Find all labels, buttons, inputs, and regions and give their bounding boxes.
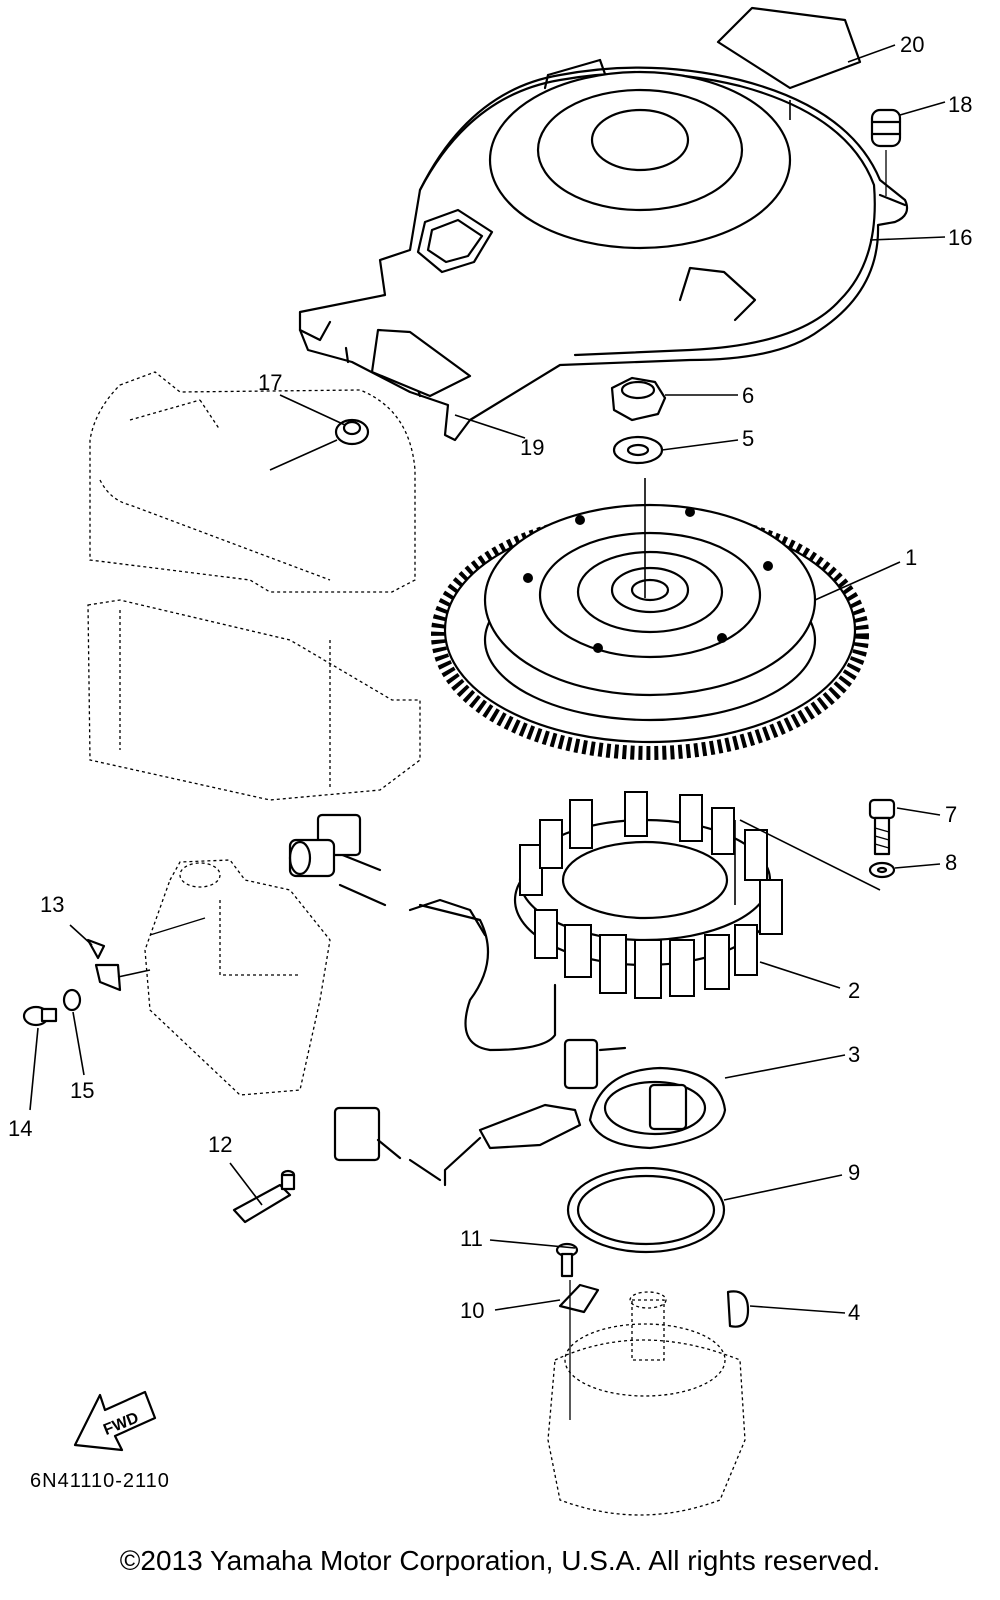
callout-6: 6 (742, 383, 754, 408)
stator-harness (288, 813, 557, 1052)
callout-labels: 20 18 16 6 5 17 19 1 7 8 13 2 3 15 14 12… (8, 32, 972, 1325)
callout-13: 13 (40, 892, 64, 917)
callout-2: 2 (848, 978, 860, 1003)
callout-12: 12 (208, 1132, 232, 1157)
leader-lines (29, 44, 946, 1314)
copyright-notice: ©2013 Yamaha Motor Corporation, U.S.A. A… (119, 1545, 881, 1576)
callout-5: 5 (742, 426, 754, 451)
washer-part-8 (868, 861, 896, 879)
screw-part-14 (22, 1005, 58, 1027)
clip-part-13 (86, 938, 122, 992)
callout-19: 19 (520, 435, 544, 460)
diagram-code: 6N41110-2110 (30, 1470, 170, 1492)
callout-7: 7 (945, 802, 957, 827)
callout-1: 1 (905, 545, 917, 570)
electrical-box-reference (87, 371, 421, 801)
key-part-4 (726, 1290, 750, 1328)
callout-14: 14 (8, 1116, 32, 1141)
nut-part-6 (610, 376, 667, 422)
callout-3: 3 (848, 1042, 860, 1067)
ring-part-9 (566, 1166, 726, 1254)
crankcase-reference (144, 859, 331, 1096)
callout-20: 20 (900, 32, 924, 57)
screw-part-11 (555, 1242, 579, 1278)
callout-10: 10 (460, 1298, 484, 1323)
flywheel-part-1 (431, 503, 869, 760)
callout-15: 15 (70, 1078, 94, 1103)
bolt-part-7 (868, 798, 896, 856)
stator-part-2 (513, 791, 783, 999)
washer-part-5 (612, 435, 664, 465)
callout-17: 17 (258, 370, 282, 395)
callout-11: 11 (460, 1226, 483, 1251)
fwd-arrow: FWD (73, 1390, 157, 1452)
callout-8: 8 (945, 850, 957, 875)
washer-part-15 (62, 988, 82, 1012)
crankshaft-reference (547, 1280, 746, 1516)
flywheel-cover-part-16 (298, 58, 909, 442)
grommet-part-18 (870, 108, 902, 196)
callout-18: 18 (948, 92, 972, 117)
plate-part-12 (232, 1169, 296, 1224)
bracket-part-10 (558, 1283, 600, 1314)
decal-part-20 (716, 6, 862, 90)
callout-9: 9 (848, 1160, 860, 1185)
pulser-coil-part-3 (333, 1038, 727, 1187)
callout-16: 16 (948, 225, 972, 250)
callout-4: 4 (848, 1300, 860, 1325)
grommet-part-17 (334, 418, 370, 446)
